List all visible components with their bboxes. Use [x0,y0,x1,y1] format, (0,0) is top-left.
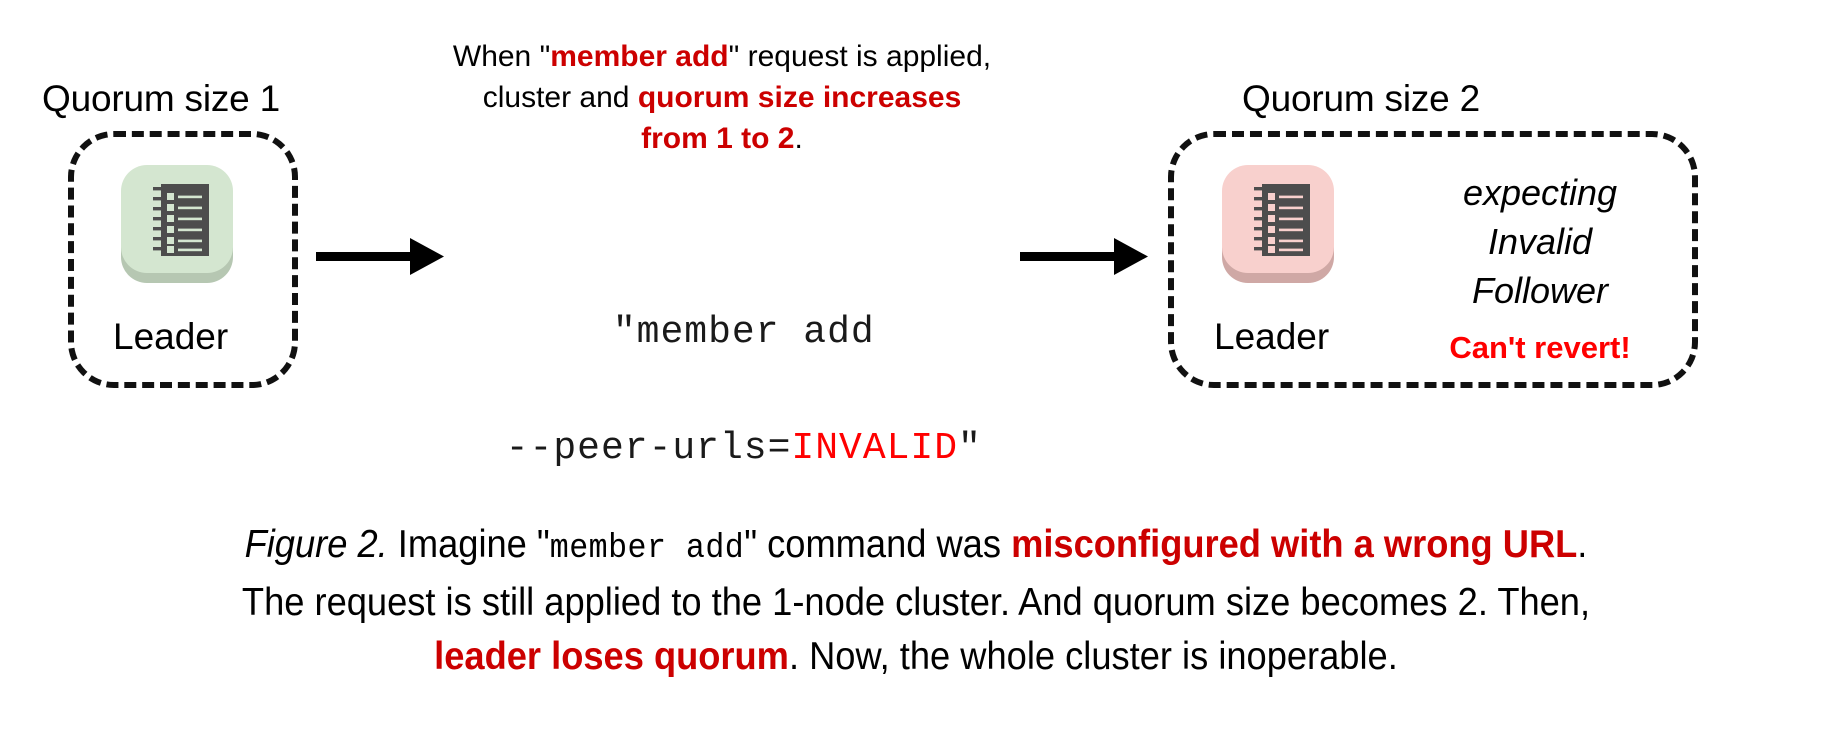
arrow-right-icon-2 [1020,238,1148,275]
expecting-line-2: Invalid [1487,221,1593,262]
caption-red-misconfigured: misconfigured with a wrong URL [1011,523,1578,566]
right-cluster-box [1168,131,1698,388]
top-note-part1: When " [452,40,551,73]
command-line-2-suffix: " [958,427,982,470]
right-leader-node [1222,165,1334,283]
expecting-line-1: expecting [1462,172,1618,213]
top-note-part3: cluster and [482,81,638,114]
command-text: "member add --peer-urls=INVALID" [440,246,1000,478]
log-notebook-icon [153,184,209,256]
right-leader-label: Leader [1214,316,1330,357]
right-cluster-heading: Quorum size 2 [1242,78,1480,119]
caption-text-3: . [1577,523,1588,566]
expecting-line-3: Follower [1471,270,1609,311]
left-cluster-box [68,131,298,388]
caption-mono-member-add: member add [549,530,745,568]
caption-text-1: Imagine " [387,523,550,566]
log-notebook-icon [1254,184,1310,256]
left-leader-node [121,165,233,283]
cant-revert-warning: Can't revert! [1449,330,1631,365]
top-note-red-member-add: member add [550,40,729,73]
top-annotation: When "member add" request is applied, cl… [392,36,1052,159]
top-note-red-quorum-increases: quorum size increases [637,81,962,114]
caption-text-2: " command was [744,523,1012,566]
caption-text-5: . Now, the whole cluster is inoperable. [788,635,1398,678]
left-leader-label: Leader [113,316,229,357]
expecting-invalid-follower-note: expecting Invalid Follower [1400,168,1680,315]
top-note-part2: " request is applied, [728,40,992,73]
figure-caption: Figure 2. Imagine "member add" command w… [101,518,1730,684]
top-note-red-from-1-to-2: from 1 to 2 [641,122,795,155]
figure-number: Figure 2. [244,523,388,566]
command-line-2-prefix: --peer-urls= [505,427,792,470]
left-cluster-heading: Quorum size 1 [42,78,280,119]
command-line-1: "member add [612,311,875,354]
caption-red-leader-loses-quorum: leader loses quorum [434,635,789,678]
command-invalid-value: INVALID [791,427,959,470]
caption-text-4: The request is still applied to the 1-no… [241,581,1591,624]
top-note-part4: . [794,122,803,155]
arrow-right-icon-1 [316,238,444,275]
